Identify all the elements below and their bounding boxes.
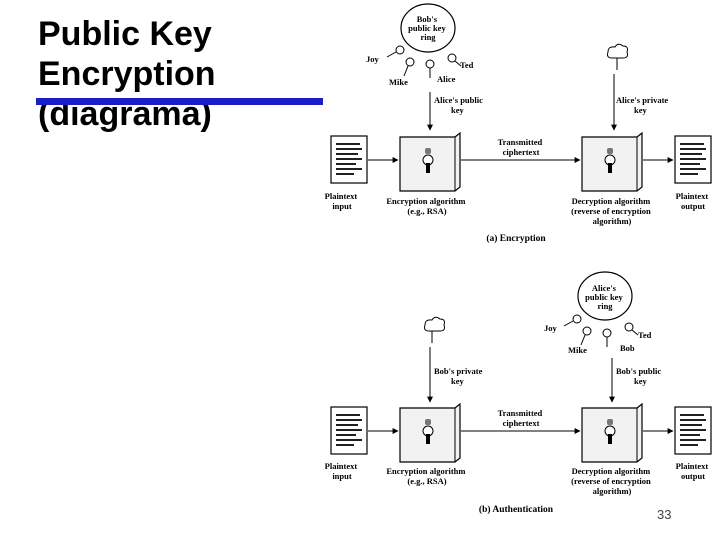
title-line-1: Public Key	[38, 15, 212, 53]
encryption-panel: Bob's public key ring Joy Mike Alice Ted…	[325, 3, 712, 244]
input-key-label: Alice's public key	[434, 95, 485, 115]
document-icon	[330, 135, 368, 184]
ring-member-alice: Alice	[437, 74, 456, 84]
plaintext-output-label: Plaintext output	[676, 461, 711, 481]
lock-icon	[581, 402, 643, 463]
ring-member-ted: Ted	[638, 330, 652, 340]
plaintext-output-label: Plaintext output	[676, 191, 711, 211]
key-ring	[400, 3, 456, 53]
ring-label: Alice's public key ring	[585, 283, 625, 311]
key-ring	[577, 271, 633, 321]
authentication-caption: (b) Authentication	[479, 504, 554, 515]
cloud-key-icon	[607, 43, 628, 70]
encryption-caption: (a) Encryption	[486, 233, 546, 244]
ring-member-joy: Joy	[544, 323, 558, 333]
encryption-algorithm-label: Encryption algorithm (e.g., RSA)	[386, 196, 467, 216]
page-number: 33	[657, 507, 672, 522]
document-icon	[330, 406, 368, 455]
ring-member-ted: Ted	[460, 60, 474, 70]
cloud-key-icon	[424, 316, 445, 343]
authentication-panel: Alice's public key ring Joy Mike Bob Ted…	[325, 271, 712, 515]
title-line-2: Encryption	[38, 55, 216, 93]
decryption-algorithm-label: Decryption algorithm (reverse of encrypt…	[571, 196, 653, 226]
key-icon	[386, 45, 462, 78]
transmitted-label: Transmitted ciphertext	[498, 408, 545, 428]
ring-member-mike: Mike	[389, 77, 408, 87]
transmitted-label: Transmitted ciphertext	[498, 137, 545, 157]
output-key-label: Bob's public key	[616, 366, 663, 386]
encryption-algorithm-label: Encryption algorithm (e.g., RSA)	[386, 466, 467, 486]
document-icon	[674, 406, 712, 455]
output-key-label: Alice's private key	[616, 95, 670, 115]
document-icon	[674, 135, 712, 184]
lock-icon	[399, 402, 461, 463]
key-icon	[563, 314, 639, 347]
decryption-algorithm-label: Decryption algorithm (reverse of encrypt…	[571, 466, 653, 496]
input-key-label: Bob's private key	[434, 366, 485, 386]
plaintext-input-label: Plaintext input	[325, 461, 360, 481]
plaintext-input-label: Plaintext input	[325, 191, 360, 211]
ring-member-joy: Joy	[366, 54, 380, 64]
title-underline	[36, 98, 323, 105]
ring-member-mike: Mike	[568, 345, 587, 355]
ring-label: Bob's public key ring	[408, 14, 448, 42]
lock-icon	[581, 131, 643, 192]
lock-icon	[399, 131, 461, 192]
ring-member-bob: Bob	[620, 343, 635, 353]
